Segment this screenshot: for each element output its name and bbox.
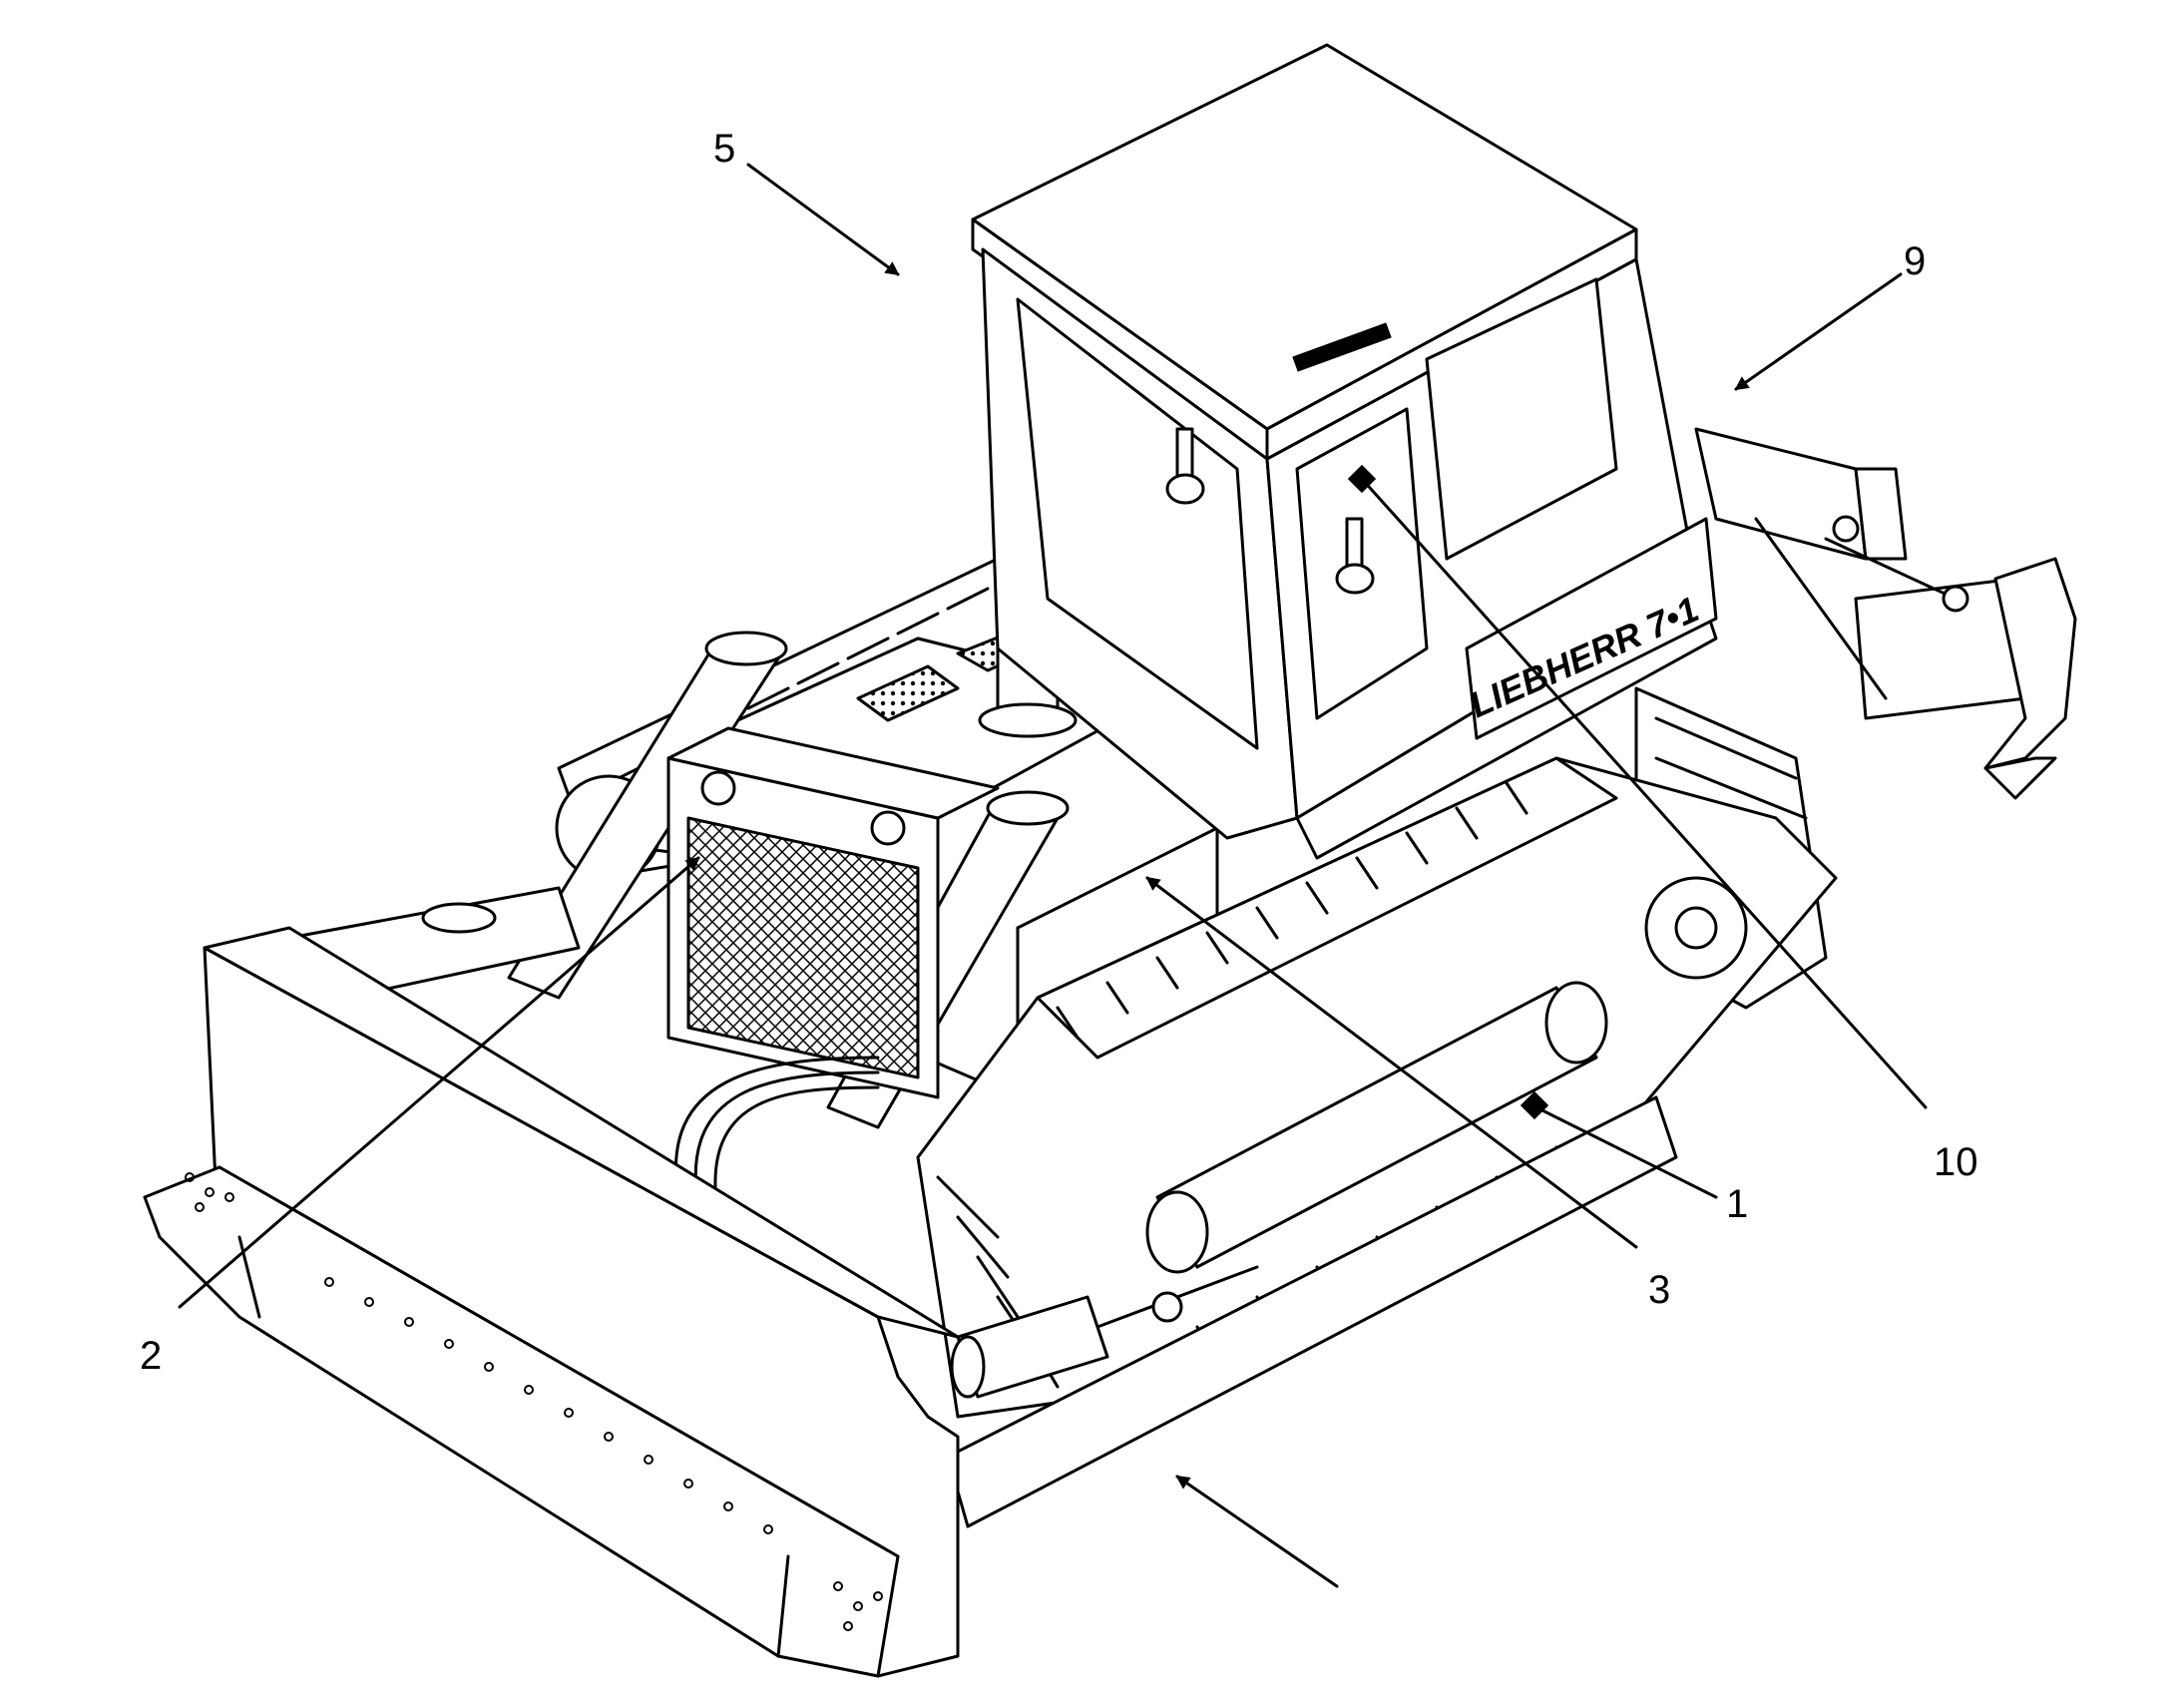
leader-9 [1734,272,1903,391]
ripper-assembly [1694,427,2077,800]
push-arm-right [946,1095,1678,1528]
leader-1 [1534,1105,1718,1199]
leader-3 [1145,876,1638,1249]
callout-labels: 5 9 10 1 3 2 [140,127,1978,1378]
callout-label-5: 5 [713,127,735,171]
callout-label-9: 9 [1904,239,1926,283]
operator-cab: LIEBHERR 7•1 [971,43,1718,860]
callout-label-2: 2 [140,1334,162,1378]
leader-5 [746,163,900,276]
blade-bolts [185,1172,883,1631]
callout-label-10: 10 [1934,1140,1978,1184]
blade-tilt-cylinder [950,1265,1259,1399]
callout-label-3: 3 [1648,1268,1670,1312]
callout-leaders [178,163,1928,1588]
dozer-blade [143,926,960,1678]
callout-label-1: 1 [1726,1182,1748,1226]
radiator-grille [666,726,1000,1219]
leader-10 [1360,477,1928,1109]
right-track-front [916,756,1838,1419]
leader-2 [178,856,700,1309]
leader-unlabeled [1175,1475,1339,1588]
